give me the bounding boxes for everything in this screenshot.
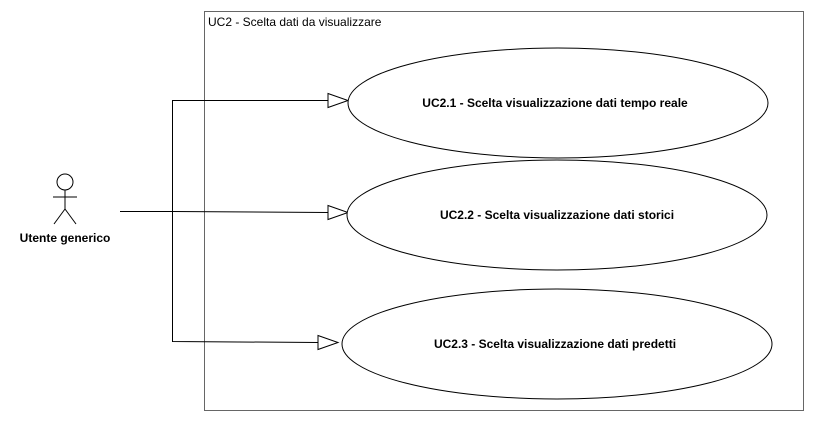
use-case-uc2-1[interactable]: UC2.1 - Scelta visualizzazione dati temp… (347, 47, 769, 159)
actor-label: Utente generico (20, 231, 111, 245)
use-case-uc2-3[interactable]: UC2.3 - Scelta visualizzazione dati pred… (341, 288, 773, 400)
arrowhead-uc2-3 (317, 334, 340, 351)
connectors (120, 92, 350, 351)
use-case-ellipse (341, 288, 773, 400)
actor-left-leg (53, 208, 66, 225)
actor-head (56, 173, 74, 191)
actor-utente-generico[interactable]: Utente generico (20, 173, 111, 245)
connector-uc2-3[interactable] (172, 211, 319, 343)
arrowhead-uc2-1 (327, 92, 350, 109)
arrowhead-uc2-2 (327, 204, 350, 221)
use-case-label: UC2.2 - Scelta visualizzazione dati stor… (440, 208, 674, 222)
use-case-ellipse (347, 47, 769, 159)
connector-uc2-1[interactable] (172, 100, 329, 212)
use-case-ellipse (346, 159, 768, 271)
connector-uc2-2[interactable] (172, 211, 329, 213)
system-boundary-title: UC2 - Scelta dati da visualizzare (208, 15, 382, 29)
actor-icon (53, 173, 77, 225)
actor-right-leg (64, 208, 77, 225)
use-case-label: UC2.1 - Scelta visualizzazione dati temp… (422, 96, 688, 110)
use-case-uc2-2[interactable]: UC2.2 - Scelta visualizzazione dati stor… (346, 159, 768, 271)
use-case-label: UC2.3 - Scelta visualizzazione dati pred… (434, 337, 676, 351)
